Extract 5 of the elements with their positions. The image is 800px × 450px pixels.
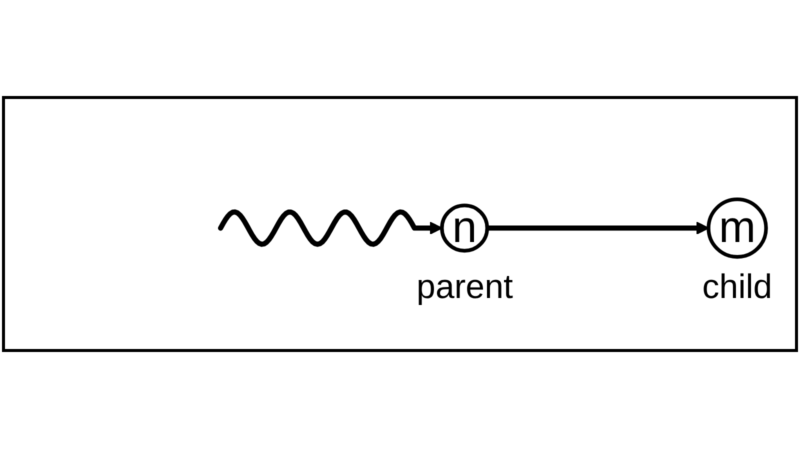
node-caption: child (702, 269, 772, 307)
node-circle: m (706, 197, 768, 259)
node-circle: n (440, 204, 490, 252)
arrow (218, 209, 442, 247)
node-caption: parent (416, 269, 513, 307)
